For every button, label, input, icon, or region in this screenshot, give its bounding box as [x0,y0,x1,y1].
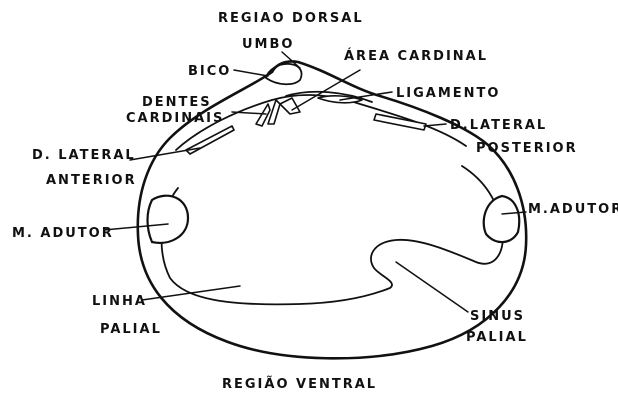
label-d-lateral-posterior: D.LATERAL [450,118,547,133]
label-area-cardinal: ÁREA CARDINAL [344,48,488,64]
label-palial-right: PALIAL [466,330,528,345]
label-anterior: ANTERIOR [46,173,137,188]
label-ligamento: LIGAMENTO [396,86,500,101]
leader-sinus-palial [396,262,468,312]
label-sinus: SINUS [470,309,525,324]
label-m-adutor-left: M. ADUTOR [12,226,114,241]
leader-bico [234,70,268,76]
label-linha: LINHA [92,294,147,309]
label-posterior: POSTERIOR [476,141,578,156]
label-d-lateral-anterior: D. LATERAL [32,148,136,163]
leader-d-lateral-posterior [424,124,446,126]
anterior-adductor-scar [148,196,189,243]
posterior-adductor-scar [484,196,519,242]
label-m-adutor-right: M.ADUTOR [528,202,618,217]
label-regiao-dorsal: REGIAO DORSAL [218,11,364,26]
label-palial-left: PALIAL [100,322,162,337]
cardinal-tooth-3 [280,98,300,114]
label-cardinais: CARDINAIS [126,111,224,126]
leader-umbo [282,52,300,68]
label-regiao-ventral: REGIÃO VENTRAL [222,376,377,392]
pallial-line [162,166,503,304]
label-bico: BICO [188,64,231,79]
leader-dentes [232,112,266,114]
umbo-shape [266,64,302,84]
label-umbo: UMBO [242,37,294,52]
label-dentes: DENTES [142,95,212,110]
